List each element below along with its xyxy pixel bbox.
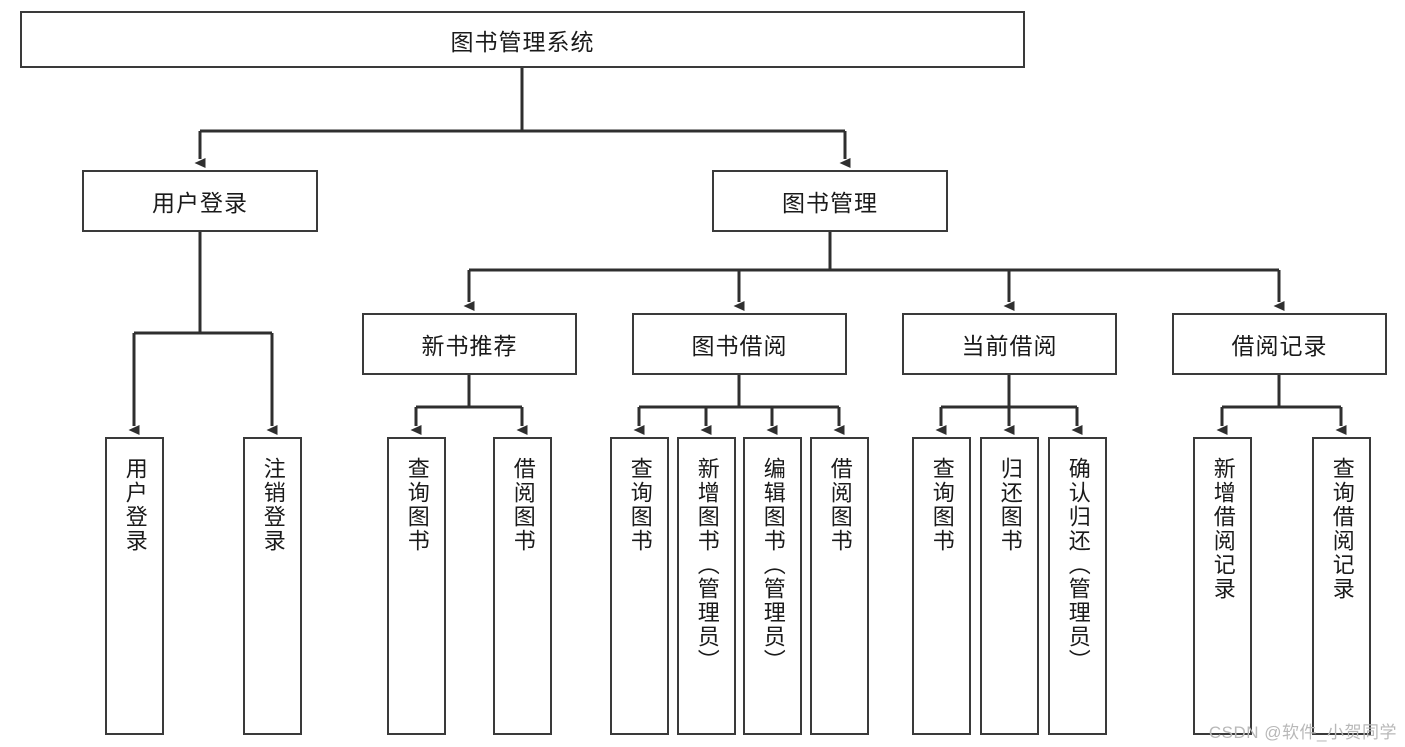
csdn-watermark: CSDN @软件_小贺同学 (1208, 723, 1397, 742)
node-leaf-query-borrow-record[interactable]: 查询借阅记录 (1312, 437, 1371, 735)
node-user-login-label: 用户登录 (152, 190, 248, 216)
node-leaf-query-book-3-label: 查询图书 (929, 457, 955, 553)
node-leaf-borrow-book-2-label: 借阅图书 (827, 457, 853, 553)
node-leaf-query-book-1-label: 查询图书 (404, 457, 430, 553)
node-book-borrow-label: 图书借阅 (691, 333, 788, 359)
node-leaf-confirm-return-admin-label: 确认归还（管理员） (1065, 457, 1091, 673)
node-user-login[interactable]: 用户登录 (82, 170, 318, 232)
node-borrow-records-label: 借阅记录 (1231, 333, 1328, 359)
node-leaf-query-book-3[interactable]: 查询图书 (912, 437, 971, 735)
node-leaf-add-book-admin-label: 新增图书（管理员） (694, 457, 720, 673)
node-leaf-user-login[interactable]: 用户登录 (105, 437, 164, 735)
node-leaf-user-login-label: 用户登录 (122, 457, 148, 553)
node-leaf-logout[interactable]: 注销登录 (243, 437, 302, 735)
node-leaf-confirm-return-admin[interactable]: 确认归还（管理员） (1048, 437, 1107, 735)
node-book-borrow[interactable]: 图书借阅 (632, 313, 847, 375)
node-root[interactable]: 图书管理系统 (20, 11, 1025, 68)
node-leaf-logout-label: 注销登录 (260, 457, 286, 553)
node-leaf-borrow-book-1-label: 借阅图书 (510, 457, 536, 553)
node-leaf-query-book-2[interactable]: 查询图书 (610, 437, 669, 735)
node-current-borrow[interactable]: 当前借阅 (902, 313, 1117, 375)
node-leaf-add-borrow-record-label: 新增借阅记录 (1210, 457, 1236, 601)
node-book-management[interactable]: 图书管理 (712, 170, 948, 232)
node-leaf-add-borrow-record[interactable]: 新增借阅记录 (1193, 437, 1252, 735)
node-leaf-return-book[interactable]: 归还图书 (980, 437, 1039, 735)
node-borrow-records[interactable]: 借阅记录 (1172, 313, 1387, 375)
node-leaf-borrow-book-1[interactable]: 借阅图书 (493, 437, 552, 735)
node-leaf-query-book-1[interactable]: 查询图书 (387, 437, 446, 735)
node-book-management-label: 图书管理 (782, 190, 878, 216)
node-leaf-add-book-admin[interactable]: 新增图书（管理员） (677, 437, 736, 735)
node-new-book-recommend[interactable]: 新书推荐 (362, 313, 577, 375)
node-root-label: 图书管理系统 (450, 28, 595, 55)
node-new-book-recommend-label: 新书推荐 (421, 333, 518, 359)
node-leaf-borrow-book-2[interactable]: 借阅图书 (810, 437, 869, 735)
node-leaf-edit-book-admin-label: 编辑图书（管理员） (760, 457, 786, 673)
node-leaf-edit-book-admin[interactable]: 编辑图书（管理员） (743, 437, 802, 735)
node-current-borrow-label: 当前借阅 (961, 333, 1058, 359)
node-leaf-query-book-2-label: 查询图书 (627, 457, 653, 553)
node-leaf-query-borrow-record-label: 查询借阅记录 (1329, 457, 1355, 601)
node-leaf-return-book-label: 归还图书 (997, 457, 1023, 553)
